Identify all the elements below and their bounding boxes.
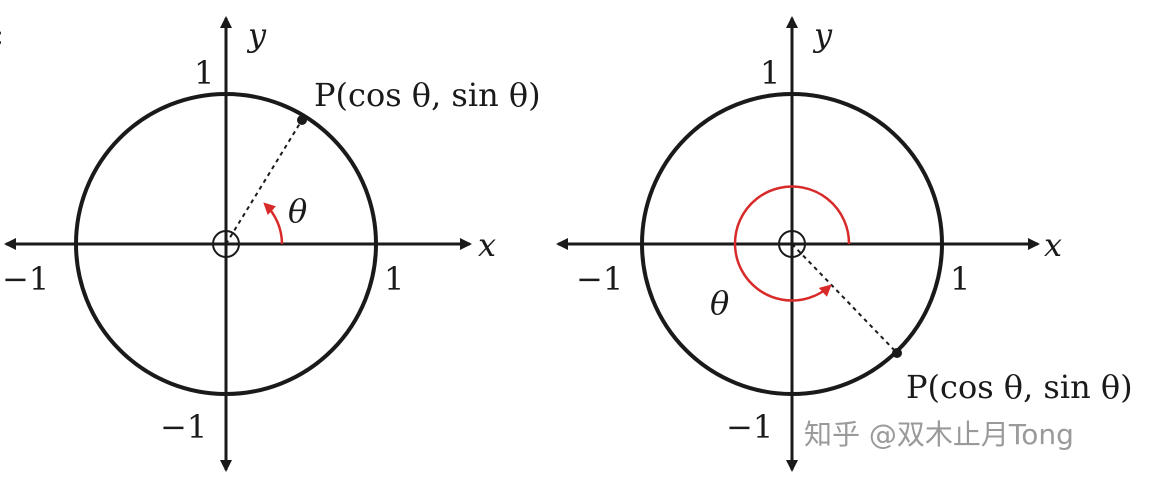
right-unit-circle [640,92,944,396]
right-angle-arc [733,185,851,302]
left-origin-marker [212,230,240,258]
right-tick-y-pos: 1 [760,54,780,92]
right-origin-marker [778,230,806,258]
edge-glyph: : [0,17,4,52]
left-y-axis-label: y [246,16,267,54]
right-tick-y-neg: −1 [726,408,773,446]
right-tick-x-pos: 1 [950,260,970,298]
watermark-text: 知乎 @双木止月Tong [804,418,1074,451]
left-unit-circle [74,92,378,396]
right-point-label: P(cos θ, sin θ) [906,368,1133,406]
left-angle-arc [263,202,284,245]
left-point-label: P(cos θ, sin θ) [314,76,541,114]
left-x-axis-label: x [478,226,496,264]
left-tick-y-pos: 1 [194,54,214,92]
right-x-axis-label: x [1044,226,1062,264]
left-tick-x-pos: 1 [384,260,404,298]
left-angle-label: θ [288,192,307,230]
right-diagram: y x 1 −1 1 −1 θ P(cos θ, sin θ) [556,16,1133,472]
left-radius-line [225,119,303,245]
right-radius-line [791,243,898,354]
right-y-axis-label: y [812,16,833,54]
right-tick-x-neg: −1 [576,260,623,298]
right-angle-label: θ [710,284,729,322]
left-diagram: y x 1 −1 1 −1 θ P(cos θ, sin θ) [2,16,541,472]
left-tick-x-neg: −1 [2,260,49,298]
left-point-p [297,115,307,125]
right-point-p [892,348,902,358]
left-tick-y-neg: −1 [160,408,207,446]
